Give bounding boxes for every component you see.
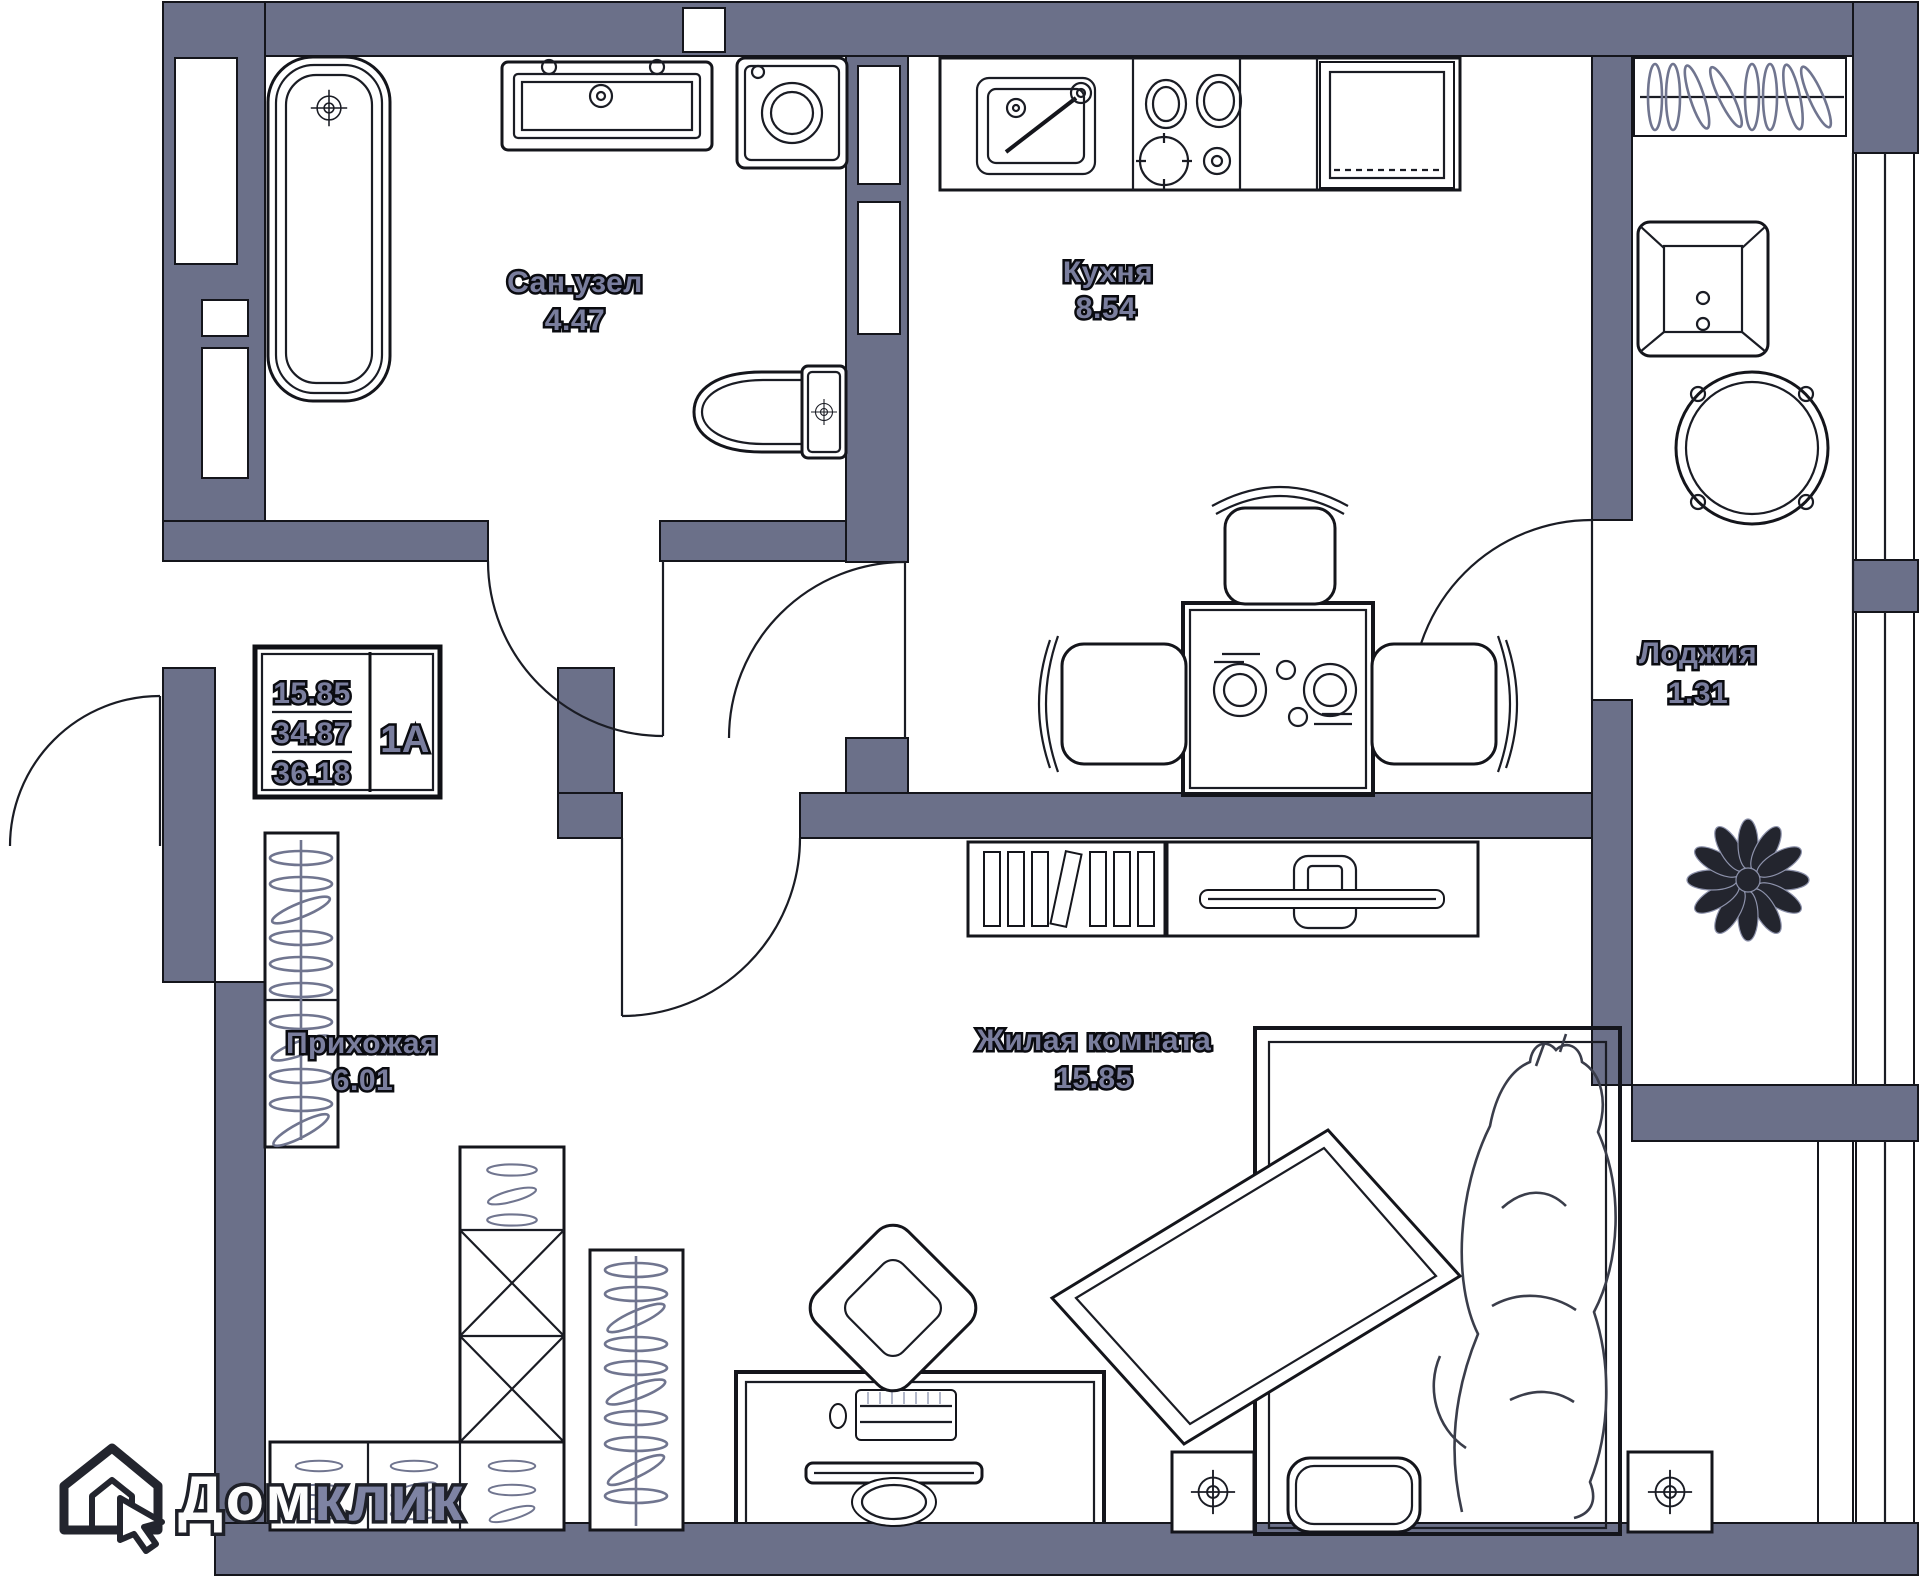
- niche-left-low: [201, 347, 249, 479]
- label-loggia-area: 1.31: [1668, 677, 1728, 710]
- wall-right-mid-pier: [1852, 559, 1919, 613]
- label-kitchen-area: 8.54: [1076, 292, 1136, 325]
- tv-unit: [1165, 840, 1480, 938]
- nightstand-left: [1170, 1450, 1256, 1534]
- office-chair: [808, 1223, 978, 1393]
- monitor: [804, 1461, 984, 1527]
- wall-loggia-left-lower: [1591, 699, 1633, 1086]
- cursor-icon: [117, 1495, 165, 1554]
- wall-bathroom-bottom-left: [162, 520, 489, 562]
- round-table: [1674, 370, 1830, 526]
- window-sill-living: [1817, 1140, 1854, 1524]
- wall-hall-vertical: [557, 667, 615, 794]
- nightstand-right: [1626, 1450, 1714, 1534]
- info-box-frame: [252, 644, 443, 800]
- loggia-hanger-rail: [1633, 57, 1847, 137]
- info-value-2: 34.87: [273, 717, 351, 750]
- windows: [1817, 152, 1915, 1524]
- kitchen-door: [727, 560, 907, 739]
- label-living-area: 15.85: [1055, 1062, 1133, 1095]
- wall-top-band: [162, 1, 1919, 57]
- wall-niches: [174, 7, 901, 479]
- living-wardrobe: [588, 1248, 685, 1532]
- kitchen-chair-top: [1211, 486, 1349, 606]
- refrigerator: [1319, 61, 1455, 189]
- kitchen-chair-right: [1370, 635, 1519, 773]
- label-loggia-name: Лоджия: [1639, 637, 1757, 670]
- keyboard: [855, 1389, 957, 1441]
- kitchen-sink: [975, 76, 1097, 176]
- hallway-wardrobe: [263, 831, 340, 1153]
- hallway-cabinet-x: [458, 1145, 566, 1444]
- toilet: [692, 364, 848, 460]
- unit-number: 1А: [380, 719, 430, 761]
- living-room-door: [620, 837, 802, 1018]
- label-bathroom-name: Сан.узел: [507, 266, 643, 299]
- bathtub: [266, 55, 392, 403]
- bed: [1049, 1026, 1622, 1536]
- wall-loggia-left-upper: [1591, 55, 1633, 521]
- info-value-3: 36.18: [273, 757, 351, 790]
- washing-machine: [735, 56, 849, 170]
- shaft-lower: [857, 201, 901, 335]
- label-bathroom-area: 4.47: [545, 304, 605, 337]
- wall-left-low: [214, 981, 266, 1541]
- label-living-name: Жилая комната: [976, 1024, 1212, 1057]
- logo-wordmark: Домклик: [178, 1464, 465, 1534]
- shaft-upper: [857, 65, 901, 185]
- unit-info-box: 15.85 34.87 36.18 1А: [252, 644, 443, 800]
- vent-top-band: [682, 7, 726, 53]
- label-hallway-area: 6.01: [333, 1064, 393, 1097]
- wall-right-top-pier: [1852, 1, 1919, 154]
- mouse: [829, 1403, 847, 1429]
- stove: [1136, 73, 1243, 189]
- wall-bathroom-bottom-right: [659, 520, 859, 562]
- room-labels: Сан.узел 4.47 Кухня 8.54 Лоджия 1.31 При…: [283, 254, 1759, 1100]
- pillow: [1286, 1456, 1422, 1534]
- niche-left-small: [201, 299, 249, 337]
- wall-left-mid: [162, 667, 216, 983]
- plant: [1686, 818, 1810, 942]
- blanket: [1049, 1128, 1463, 1446]
- wall-living-top: [799, 792, 1593, 839]
- shoe-rack: [268, 1440, 566, 1532]
- domclick-logo: Домклик: [59, 1443, 466, 1554]
- info-value-1: 15.85: [273, 677, 351, 710]
- niche-left-tall: [174, 57, 238, 265]
- label-hallway-name: Прихожая: [286, 1027, 438, 1060]
- label-kitchen-name: Кухня: [1063, 256, 1153, 289]
- house-icon: [59, 1443, 165, 1554]
- bathroom-door: [486, 560, 665, 738]
- entrance-door: [8, 694, 162, 847]
- armchair: [1636, 220, 1770, 358]
- wall-loggia-bottom: [1631, 1084, 1919, 1142]
- bookshelf: [966, 840, 1167, 938]
- kitchen-chair-left: [1037, 635, 1188, 773]
- pet-line-art: [1432, 1033, 1617, 1520]
- washbasin: [500, 58, 714, 152]
- wall-living-top-left: [557, 792, 623, 839]
